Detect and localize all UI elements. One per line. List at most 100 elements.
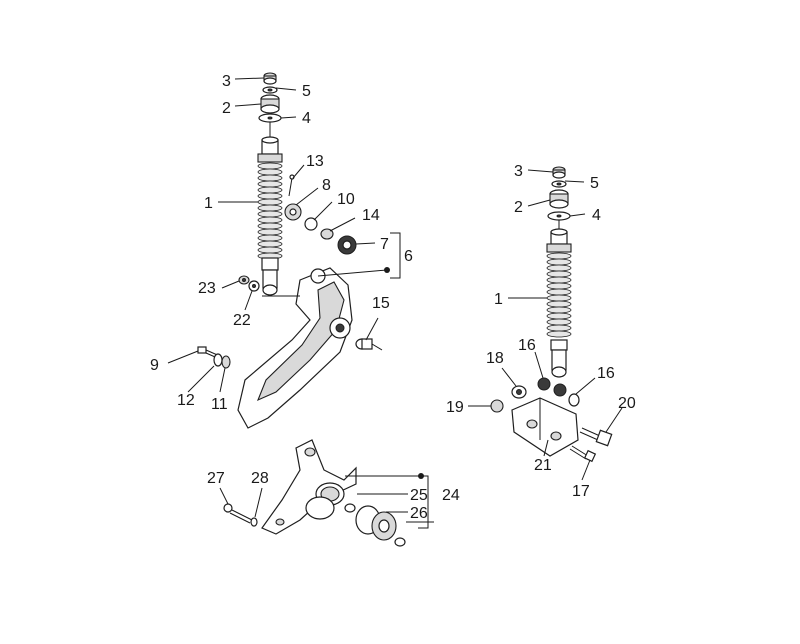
callout-17: 17 <box>572 483 590 500</box>
right-bolt-17 <box>569 445 597 463</box>
left-bushing-14 <box>320 228 334 240</box>
callout-23: 23 <box>198 280 216 297</box>
left-washer-12 <box>213 353 223 367</box>
callout-1: 1 <box>204 195 213 212</box>
bolt-27 <box>223 503 253 524</box>
mount-plate <box>261 439 357 535</box>
callout-12: 12 <box>177 392 195 409</box>
spring-coil <box>257 192 283 200</box>
spring-coil <box>546 324 572 332</box>
spring-coil <box>546 282 572 290</box>
spring-coil <box>257 174 283 182</box>
callout-24: 24 <box>442 487 460 504</box>
callout-2: 2 <box>514 199 523 216</box>
callout-5: 5 <box>590 175 599 192</box>
callout-1: 1 <box>494 291 503 308</box>
leader-lines <box>167 77 623 518</box>
spring-coil <box>546 252 572 260</box>
silent-block-26 <box>355 505 397 541</box>
spring-coil <box>257 186 283 194</box>
clamp-ring-25 <box>305 482 345 520</box>
spring-coil <box>257 204 283 212</box>
small-washer-25 <box>344 503 356 513</box>
left-swing-arm <box>237 267 353 429</box>
callout-28: 28 <box>251 470 269 487</box>
right-bush-16c <box>568 393 580 407</box>
spring-coil <box>257 216 283 224</box>
bracket-assembly <box>223 439 429 547</box>
callout-11: 11 <box>211 396 228 413</box>
spring-coil <box>546 318 572 326</box>
right-bush-16a <box>537 377 551 391</box>
spring-coil <box>257 180 283 188</box>
left-collar <box>284 203 302 221</box>
callout-22: 22 <box>233 312 251 329</box>
spring-coil <box>546 270 572 278</box>
callout-25: 25 <box>410 487 428 504</box>
spring-coil <box>257 168 283 176</box>
callout-19: 19 <box>446 399 464 416</box>
spring-coil <box>546 294 572 302</box>
left-spacer <box>355 338 383 351</box>
spring-coil <box>546 306 572 314</box>
left-rubber-bush <box>260 94 280 114</box>
left-lower-nut <box>238 275 250 285</box>
right-shock-assembly <box>490 166 613 463</box>
right-nut-19 <box>490 399 504 413</box>
spring-coil <box>546 258 572 266</box>
callout-13: 13 <box>306 153 324 170</box>
spring-coil <box>546 264 572 272</box>
callout-4: 4 <box>302 110 311 127</box>
callout-26: 26 <box>410 505 428 522</box>
left-bushing-10 <box>304 217 318 231</box>
right-bracket-21 <box>511 397 579 457</box>
spring-coil <box>257 246 283 254</box>
left-bearing-7 <box>337 235 357 255</box>
callout-9: 9 <box>150 357 159 374</box>
callout-15: 15 <box>372 295 390 312</box>
callout-4: 4 <box>592 207 601 224</box>
spring-coil <box>546 312 572 320</box>
callout-5: 5 <box>302 83 311 100</box>
callout-labels: 3 5 2 4 1 13 8 10 14 7 6 23 22 15 9 12 1… <box>150 73 636 523</box>
callout-6: 6 <box>404 248 413 265</box>
spring-coil <box>257 228 283 236</box>
small-bush <box>394 537 406 547</box>
left-big-washer <box>258 113 282 123</box>
left-top-nut <box>263 72 277 85</box>
callout-27: 27 <box>207 470 225 487</box>
callout-3: 3 <box>514 163 523 180</box>
callout-10: 10 <box>337 191 355 208</box>
spring-coil <box>257 222 283 230</box>
right-bush-16b <box>553 383 567 397</box>
left-shock-assembly <box>197 72 383 429</box>
callout-18: 18 <box>486 350 504 367</box>
right-top-nut <box>552 166 566 179</box>
spring-coil <box>257 198 283 206</box>
callout-16: 16 <box>597 365 615 382</box>
spring-coil <box>257 210 283 218</box>
spring-coil <box>546 300 572 308</box>
spring-coil <box>257 162 283 170</box>
callout-16: 16 <box>518 337 536 354</box>
callout-20: 20 <box>618 395 636 412</box>
left-nut-11 <box>221 355 231 369</box>
right-top-washer <box>551 180 567 188</box>
callout-7: 7 <box>380 236 389 253</box>
right-big-washer <box>547 211 571 221</box>
right-spacer-18 <box>511 385 527 399</box>
spring-coil <box>257 240 283 248</box>
spring-coil <box>257 234 283 242</box>
callout-2: 2 <box>222 100 231 117</box>
right-bolt-20 <box>579 427 613 447</box>
left-lower-washer <box>248 280 260 292</box>
spring-coil <box>546 288 572 296</box>
left-top-washer <box>262 86 278 94</box>
left-shock-absorber <box>257 136 283 296</box>
callout-21: 21 <box>534 457 552 474</box>
washer-28 <box>250 517 258 527</box>
callout-3: 3 <box>222 73 231 90</box>
spring-coil <box>546 276 572 284</box>
right-rubber-bush <box>549 189 569 209</box>
